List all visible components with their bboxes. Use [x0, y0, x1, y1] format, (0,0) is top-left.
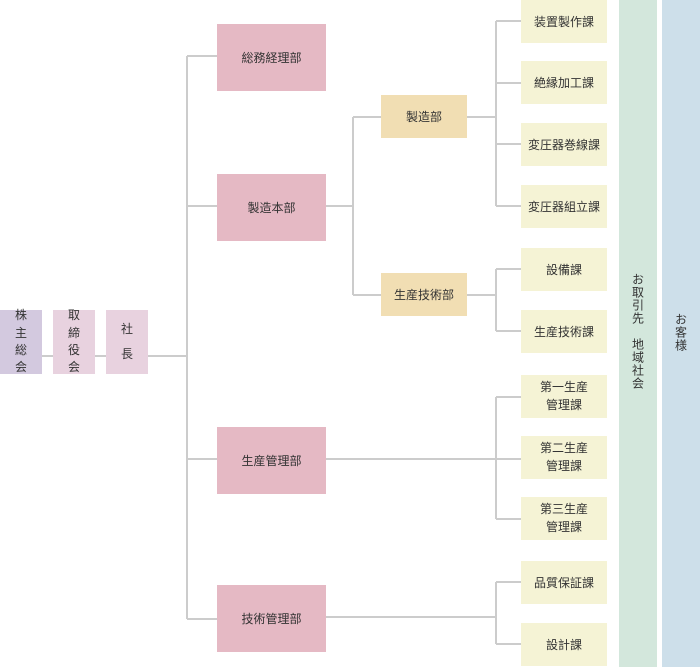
- section-quality-assurance: 品質保証課: [521, 561, 607, 604]
- division-label: 総務経理部: [241, 50, 302, 65]
- president-box: 社 長: [106, 310, 148, 374]
- section-production-mgmt-3: 第三生産 管理課: [521, 497, 607, 540]
- shareholders-meeting-box: 株 主 総 会: [0, 308, 42, 375]
- section-label: 生産技術課: [533, 324, 594, 339]
- partners-community-bar: お取引先 地域社会: [619, 0, 657, 667]
- section-label: 品質保証課: [533, 575, 594, 590]
- division-label: 生産管理部: [241, 453, 302, 468]
- section-label-line: 第二生産: [539, 441, 588, 456]
- division-label: 技術管理部: [241, 611, 302, 626]
- division-label: 製造本部: [247, 200, 296, 215]
- general-affairs-division: 総務経理部: [217, 24, 326, 91]
- char: 長: [120, 347, 133, 361]
- section-label-line: 第三生産: [539, 502, 588, 517]
- section-design: 設計課: [521, 623, 607, 666]
- partners-community-label: お取引先 地域社会: [630, 273, 645, 390]
- customers-label: お客様: [673, 313, 688, 352]
- department-label: 製造部: [405, 109, 442, 124]
- section-label: 設備課: [545, 262, 582, 277]
- char: 株: [14, 308, 27, 323]
- section-production-tech: 生産技術課: [521, 310, 607, 353]
- manufacturing-hq-division: 製造本部: [217, 174, 326, 241]
- section-production-mgmt-2: 第二生産 管理課: [521, 436, 607, 479]
- char: 締: [67, 325, 80, 340]
- section-label-line: 管理課: [545, 519, 582, 534]
- section-label: 設計課: [545, 637, 582, 652]
- char: 社: [120, 321, 133, 336]
- section-label-line: 管理課: [545, 397, 582, 412]
- department-label: 生産技術部: [393, 287, 454, 302]
- board-of-directors-box: 取 締 役 会: [53, 308, 95, 375]
- section-production-mgmt-1: 第一生産 管理課: [521, 375, 607, 418]
- char: 総: [14, 343, 27, 357]
- section-label-line: 第一生産: [539, 380, 588, 395]
- section-label: 絶縁加工課: [533, 75, 594, 90]
- char: 会: [67, 360, 80, 375]
- char: 主: [14, 325, 27, 340]
- section-transformer-assembly: 変圧器組立課: [521, 185, 607, 228]
- char: 会: [14, 360, 27, 375]
- section-facilities: 設備課: [521, 248, 607, 291]
- production-tech-department: 生産技術部: [381, 273, 467, 316]
- section-label-line: 管理課: [545, 458, 582, 473]
- production-management-division: 生産管理部: [217, 427, 326, 494]
- section-label: 変圧器組立課: [527, 199, 600, 214]
- section-label: 変圧器巻線課: [527, 137, 600, 152]
- section-transformer-winding: 変圧器巻線課: [521, 123, 607, 166]
- section-equipment: 装置製作課: [521, 0, 607, 43]
- char: 役: [67, 343, 80, 357]
- char: 取: [67, 308, 80, 323]
- technical-management-division: 技術管理部: [217, 585, 326, 652]
- section-label: 装置製作課: [533, 14, 594, 29]
- section-insulation: 絶縁加工課: [521, 61, 607, 104]
- customers-bar: お客様: [662, 0, 700, 667]
- manufacturing-department: 製造部: [381, 95, 467, 138]
